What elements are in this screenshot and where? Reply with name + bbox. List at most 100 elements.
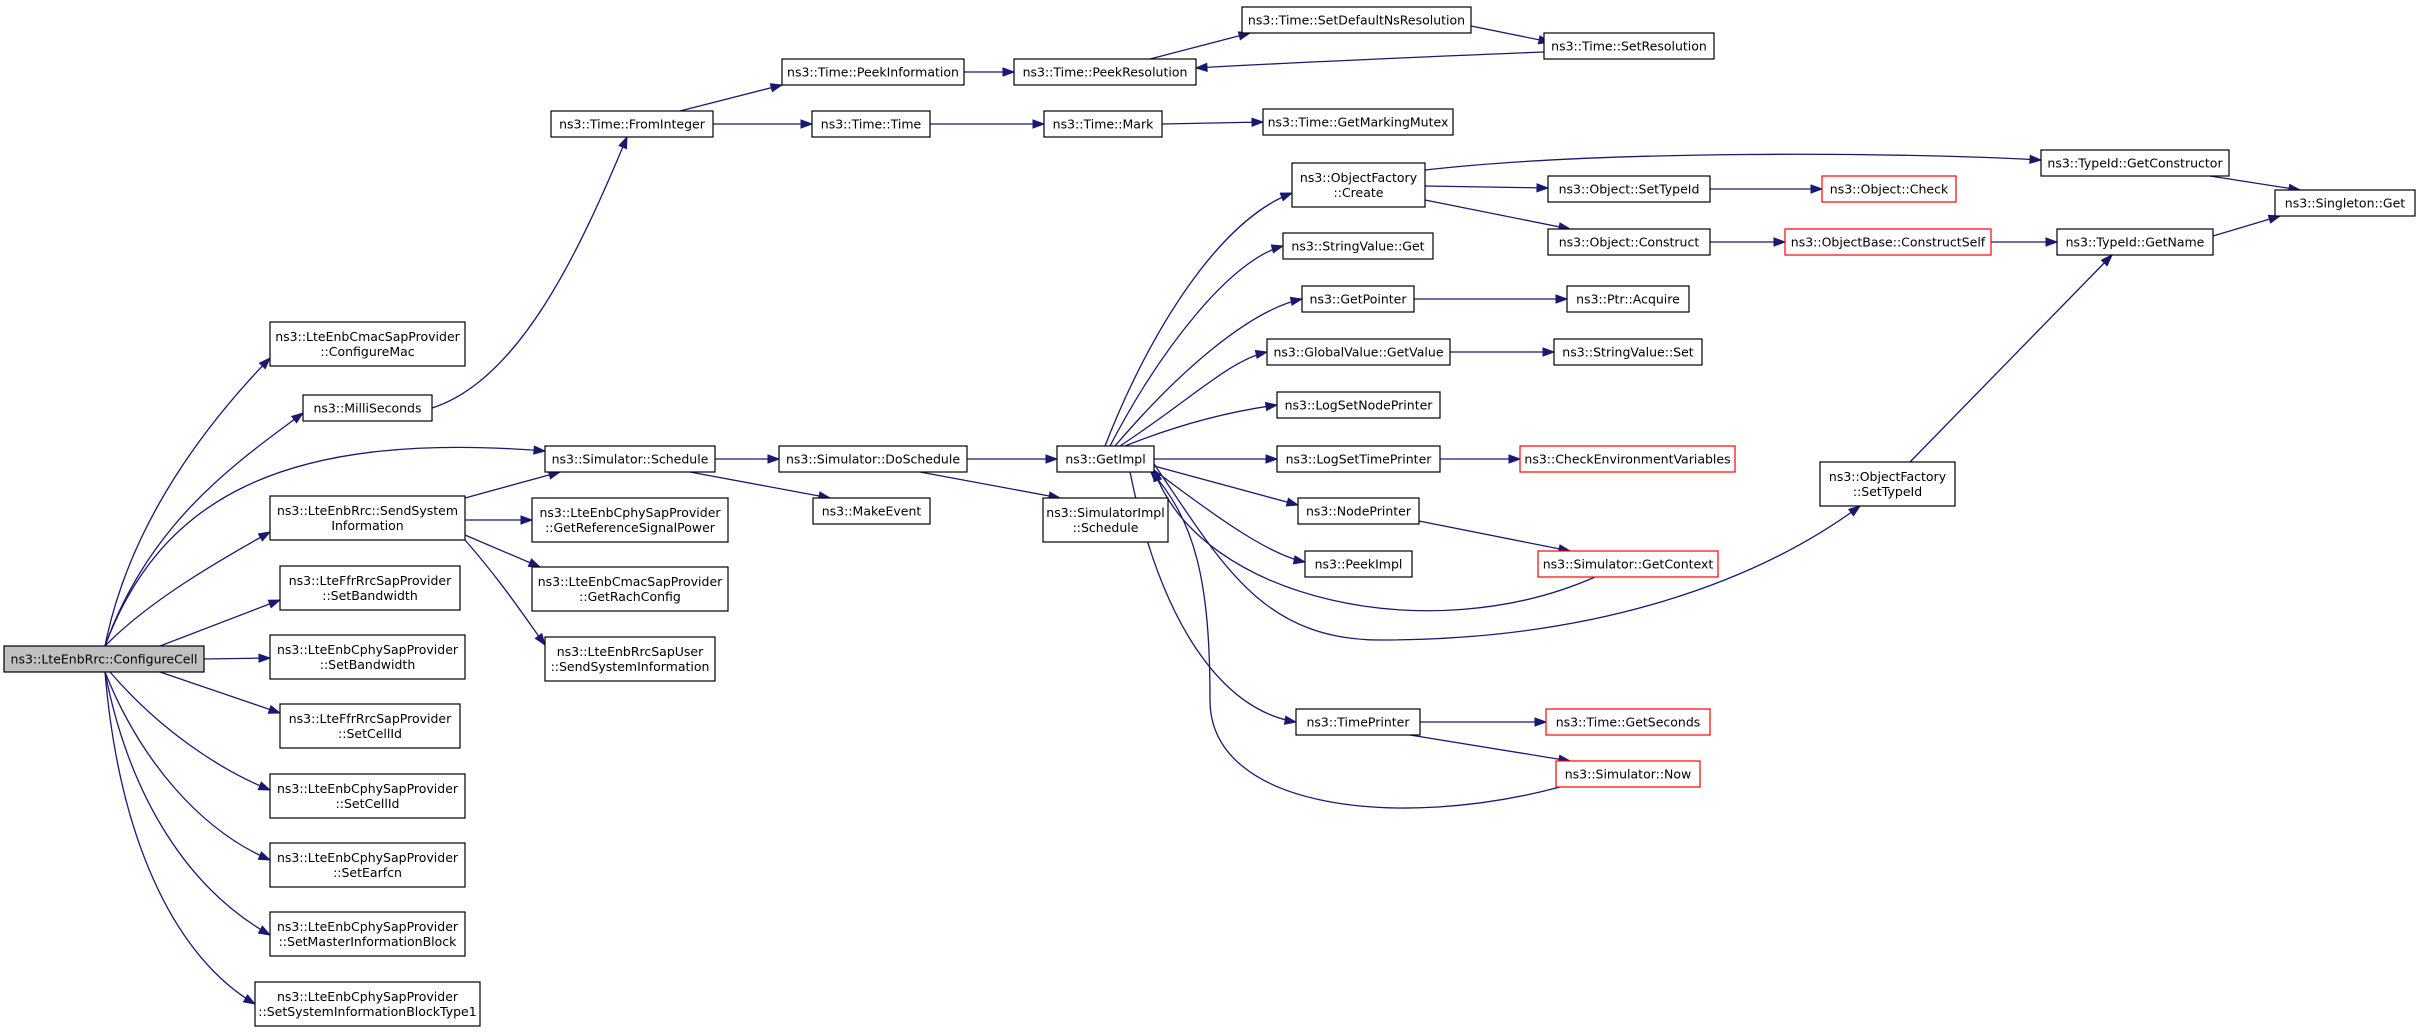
node-box — [811, 110, 931, 138]
node-obj-check[interactable]: ns3::Object::Check — [1821, 175, 1957, 203]
node-simimpl-sched[interactable]: ns3::SimulatorImpl::Schedule — [1042, 497, 1169, 543]
node-sim-getctx[interactable]: ns3::Simulator::GetContext — [1537, 550, 1719, 578]
node-cphy-cell[interactable]: ns3::LteEnbCphySapProvider::SetCellId — [269, 773, 466, 819]
node-globval-get[interactable]: ns3::GlobalValue::GetValue — [1266, 338, 1451, 366]
node-box — [778, 445, 968, 473]
node-label: ns3::GlobalValue::GetValue — [1273, 345, 1443, 360]
edge-arrowhead — [527, 558, 542, 568]
call-edge-root-to-milli — [104, 412, 305, 647]
node-root[interactable]: ns3::LteEnbRrc::ConfigureCell — [3, 645, 205, 673]
node-cphy-sib1[interactable]: ns3::LteEnbCphySapProvider::SetSystemInf… — [254, 981, 481, 1027]
call-edge-root-to-sendsys — [104, 531, 272, 647]
edge-line — [1153, 469, 1596, 612]
node-strval-set[interactable]: ns3::StringValue::Set — [1553, 338, 1703, 366]
node-cphy-refsig[interactable]: ns3::LteEnbCphySapProvider::GetReference… — [531, 497, 729, 543]
node-cphy-earfcn[interactable]: ns3::LteEnbCphySapProvider::SetEarfcn — [269, 842, 466, 888]
node-obj-settid[interactable]: ns3::Object::SetTypeId — [1547, 175, 1711, 203]
node-sim-now[interactable]: ns3::Simulator::Now — [1555, 760, 1701, 788]
call-edge-root-to-ffr_cell — [159, 671, 282, 714]
node-strval-get[interactable]: ns3::StringValue::Get — [1282, 232, 1434, 260]
node-time-peekres[interactable]: ns3::Time::PeekResolution — [1013, 58, 1197, 86]
call-edge-getimpl-to-getpointer — [1114, 296, 1304, 447]
edge-arrowhead — [1542, 347, 1556, 357]
edge-arrowhead — [290, 412, 305, 424]
edge-arrowhead — [1534, 717, 1548, 727]
node-cphy-bw[interactable]: ns3::LteEnbCphySapProvider::SetBandwidth — [269, 634, 466, 680]
node-timeprinter[interactable]: ns3::TimePrinter — [1295, 708, 1421, 736]
node-cmac-cfgmac[interactable]: ns3::LteEnbCmacSapProvider::ConfigureMac — [269, 321, 466, 367]
node-box — [279, 703, 461, 749]
edge-line — [464, 534, 541, 568]
edge-arrowhead — [1270, 244, 1285, 254]
edge-arrowhead — [1264, 401, 1279, 412]
node-peekimpl[interactable]: ns3::PeekImpl — [1304, 550, 1413, 578]
node-tid-getctor[interactable]: ns3::TypeId::GetConstructor — [2040, 149, 2230, 177]
call-edge-time_mark-to-time_mutex — [1161, 117, 1265, 127]
node-label: ns3::MakeEvent — [822, 504, 922, 519]
edge-line — [109, 671, 271, 791]
edge-arrowhead — [2100, 253, 2114, 267]
call-edge-sendsys-to-cmac_rach — [464, 534, 542, 568]
node-time-fromint[interactable]: ns3::Time::FromInteger — [550, 110, 714, 138]
edge-line — [1161, 121, 1264, 125]
edge-line — [159, 599, 281, 647]
call-edge-root-to-sim_sched — [104, 445, 547, 647]
edge-line — [1409, 734, 1571, 762]
call-edge-getimpl-to-logtime — [1154, 454, 1279, 464]
node-getimpl[interactable]: ns3::GetImpl — [1056, 445, 1155, 473]
call-edge-sim_now-to-getimpl — [1149, 468, 1561, 809]
node-time-setdef[interactable]: ns3::Time::SetDefaultNsResolution — [1241, 6, 1472, 34]
node-rrcsapuser[interactable]: ns3::LteEnbRrcSapUser::SendSystemInforma… — [544, 636, 716, 682]
edge-arrowhead — [267, 599, 282, 609]
node-ffr-bw[interactable]: ns3::LteFfrRrcSapProvider::SetBandwidth — [279, 565, 461, 611]
node-nodeprinter[interactable]: ns3::NodePrinter — [1297, 497, 1420, 525]
node-time-mutex[interactable]: ns3::Time::GetMarkingMutex — [1262, 108, 1454, 136]
node-label: ns3::Simulator::Now — [1565, 767, 1692, 782]
node-logtime[interactable]: ns3::LogSetTimePrinter — [1276, 445, 1441, 473]
node-box — [544, 445, 716, 473]
node-objfac-settid[interactable]: ns3::ObjectFactory::SetTypeId — [1819, 461, 1956, 507]
edge-arrowhead — [618, 135, 628, 150]
node-ptr-acquire[interactable]: ns3::Ptr::Acquire — [1566, 285, 1690, 313]
node-getpointer[interactable]: ns3::GetPointer — [1301, 285, 1415, 313]
node-box — [1013, 58, 1197, 86]
node-sendsys[interactable]: ns3::LteEnbRrc::SendSystemInformation — [269, 495, 466, 541]
node-cphy-mib[interactable]: ns3::LteEnbCphySapProvider::SetMasterInf… — [269, 911, 466, 957]
node-lognode[interactable]: ns3::LogSetNodePrinter — [1276, 391, 1441, 419]
node-objbase-cself[interactable]: ns3::ObjectBase::ConstructSelf — [1784, 228, 1992, 256]
node-sim-dosched[interactable]: ns3::Simulator::DoSchedule — [778, 445, 968, 473]
call-edge-nodeprinter-to-sim_getctx — [1418, 520, 1572, 554]
node-time-setres[interactable]: ns3::Time::SetResolution — [1543, 32, 1715, 60]
call-edge-getimpl-to-strval_get — [1109, 244, 1285, 447]
node-makeevent[interactable]: ns3::MakeEvent — [812, 497, 931, 525]
node-label: ns3::PeekImpl — [1315, 557, 1403, 572]
node-ffr-cell[interactable]: ns3::LteFfrRrcSapProvider::SetCellId — [279, 703, 461, 749]
call-edge-root-to-cmac_cfgmac — [104, 356, 272, 647]
edge-line — [1104, 192, 1293, 447]
node-box — [1537, 550, 1719, 578]
node-label: ns3::GetImpl — [1065, 452, 1145, 467]
node-objfac-create[interactable]: ns3::ObjectFactory::Create — [1291, 162, 1426, 208]
node-label: ns3::StringValue::Set — [1562, 345, 1693, 360]
call-edge-objfac_create-to-obj_construct — [1424, 199, 1572, 232]
node-singleton-get[interactable]: ns3::Singleton::Get — [2274, 189, 2416, 217]
node-box — [302, 394, 433, 422]
node-time-mark[interactable]: ns3::Time::Mark — [1043, 110, 1163, 138]
node-time-peekinfo[interactable]: ns3::Time::PeekInformation — [781, 58, 965, 86]
node-label: ns3::LteEnbCmacSapProvider — [538, 574, 723, 589]
node-time-getsec[interactable]: ns3::Time::GetSeconds — [1545, 708, 1711, 736]
node-obj-construct[interactable]: ns3::Object::Construct — [1547, 228, 1711, 256]
node-tid-getname[interactable]: ns3::TypeId::GetName — [2056, 228, 2214, 256]
node-sim-sched[interactable]: ns3::Simulator::Schedule — [544, 445, 716, 473]
edge-line — [104, 671, 256, 1005]
node-label: ns3::LogSetNodePrinter — [1285, 398, 1434, 413]
node-box — [1282, 232, 1434, 260]
node-milli[interactable]: ns3::MilliSeconds — [302, 394, 433, 422]
node-box — [1784, 228, 1992, 256]
node-time-time[interactable]: ns3::Time::Time — [811, 110, 931, 138]
edge-arrowhead — [257, 851, 272, 861]
node-checkenv[interactable]: ns3::CheckEnvironmentVariables — [1519, 445, 1736, 473]
node-label: ns3::LteFfrRrcSapProvider — [289, 573, 452, 588]
node-cmac-rach[interactable]: ns3::LteEnbCmacSapProvider::GetRachConfi… — [531, 566, 729, 612]
